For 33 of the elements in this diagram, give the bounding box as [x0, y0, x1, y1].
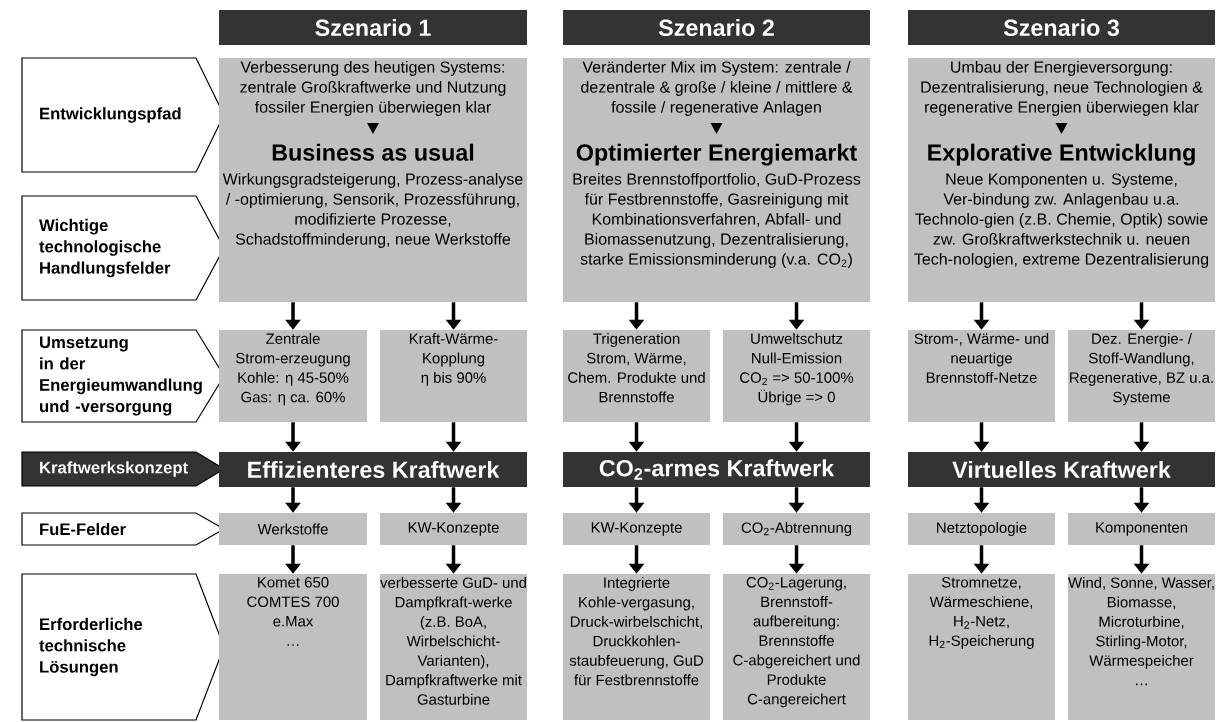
content-box: Wind, Sonne, Wasser, Biomasse, Microturbine, Stirling-Motor, Wärmespeicher …: [1068, 574, 1215, 720]
content-box: Strom-, Wärme- und neuartige Brennstoff-Netze: [908, 330, 1055, 422]
content-box: Stromnetze, Wärmeschiene, H$_{2}$-Netz, H$_{2}$-Speicherung: [908, 574, 1055, 720]
scenario-header: Szenario 1: [219, 10, 527, 45]
row-label-box: Wichtige technologische Handlungsfelder: [21, 195, 225, 301]
concept-bar: Effizienteres Kraftwerk: [219, 452, 527, 487]
content-box: Umweltschutz Null-Emission CO$_{2}$ => 50-100% Übrige => 0: [723, 330, 870, 422]
scenario-header: Szenario 2: [563, 10, 870, 45]
row-label-box: Entwicklungspfad: [21, 57, 225, 173]
content-box: Kraft-Wärme-Kopplung η bis 90%: [380, 330, 527, 422]
scenario-header: Szenario 3: [908, 10, 1215, 45]
scenario-box: Veränderter Mix im System: zentrale / dezentrale & große / kleine / mittlere & fossile / regenerative Anlagen Optimierter Energiemarkt Breites Brennstoffportfolio, GuD-Prozess für Festbrennstoffe, Gasreinigung mit Kombinationsverfahren, Abfall- und Biomassenutzung, Dezentralisierung, starke Emissionsminderung (v.a. CO$_{2}$): [563, 58, 870, 302]
row-label-box: FuE-Felder: [21, 512, 226, 546]
scenario-box: Umbau der Energieversorgung: Dezentralisierung, neue Technologien & regenerative Energien überwiegen klar Explorative Entwicklung Neue Komponenten u. Systeme, Ver-bindung zw. Anlagenbau u.a. Technolo-gien (z.B. Chemie, Optik) sowie zw. Großkraftwerkstechnik u. neuen Tech-nologien, extreme Dezentralisierung: [908, 58, 1215, 302]
scenario-box: Verbesserung des heutigen Systems: zentrale Großkraftwerke und Nutzung fossiler Energien überwiegen klar Business as usual Wirkungsgradsteigerung, Prozess-analyse / -optimierung, Sensorik, Prozessführung, modifizierte Prozesse, Schadstoffminderung, neue Werkstoffe: [219, 58, 527, 302]
content-box: Netztopologie: [908, 513, 1055, 545]
content-box: Komponenten: [1068, 513, 1215, 545]
content-box: CO$_{2}$-Lagerung, Brennstoff-aufbereitung: Brennstoffe C-abgereichert und Produkte C-angereichert: [723, 574, 870, 720]
row-label-box: Erforderliche technische Lösungen: [21, 573, 225, 721]
content-box: CO$_{2}$-Abtrennung: [723, 513, 870, 545]
row-label-box: Umsetzung in der Energieumwandlung und -versorgung: [21, 329, 225, 423]
concept-bar: CO$_{2}$-armes Kraftwerk: [563, 452, 870, 487]
content-box: Integrierte Kohle-vergasung, Druck-wirbelschicht, Druckkohlen-staubfeuerung, GuD für Festbrennstoffe: [563, 574, 710, 720]
content-box: Komet 650 COMTES 700 e.Max …: [219, 574, 367, 720]
content-box: KW-Konzepte: [563, 513, 710, 545]
content-box: verbesserte GuD- und Dampfkraft-werke (z.B. BoA, Wirbelschicht-Varianten), Dampfkraftwerke mit Gasturbine: [380, 574, 527, 720]
row-label-box: Kraftwerkskonzept: [21, 451, 226, 487]
content-box: KW-Konzepte: [380, 513, 527, 545]
concept-bar: Virtuelles Kraftwerk: [908, 452, 1215, 487]
content-box: Trigeneration Strom, Wärme, Chem. Produkte und Brennstoffe: [563, 330, 710, 422]
content-box: Werkstoffe: [219, 513, 367, 545]
content-box: Dez. Energie- / Stoff-Wandlung, Regenerative, BZ u.a. Systeme: [1068, 330, 1215, 422]
content-box: Zentrale Strom-erzeugung Kohle: η 45-50% Gas: η ca. 60%: [219, 330, 367, 422]
